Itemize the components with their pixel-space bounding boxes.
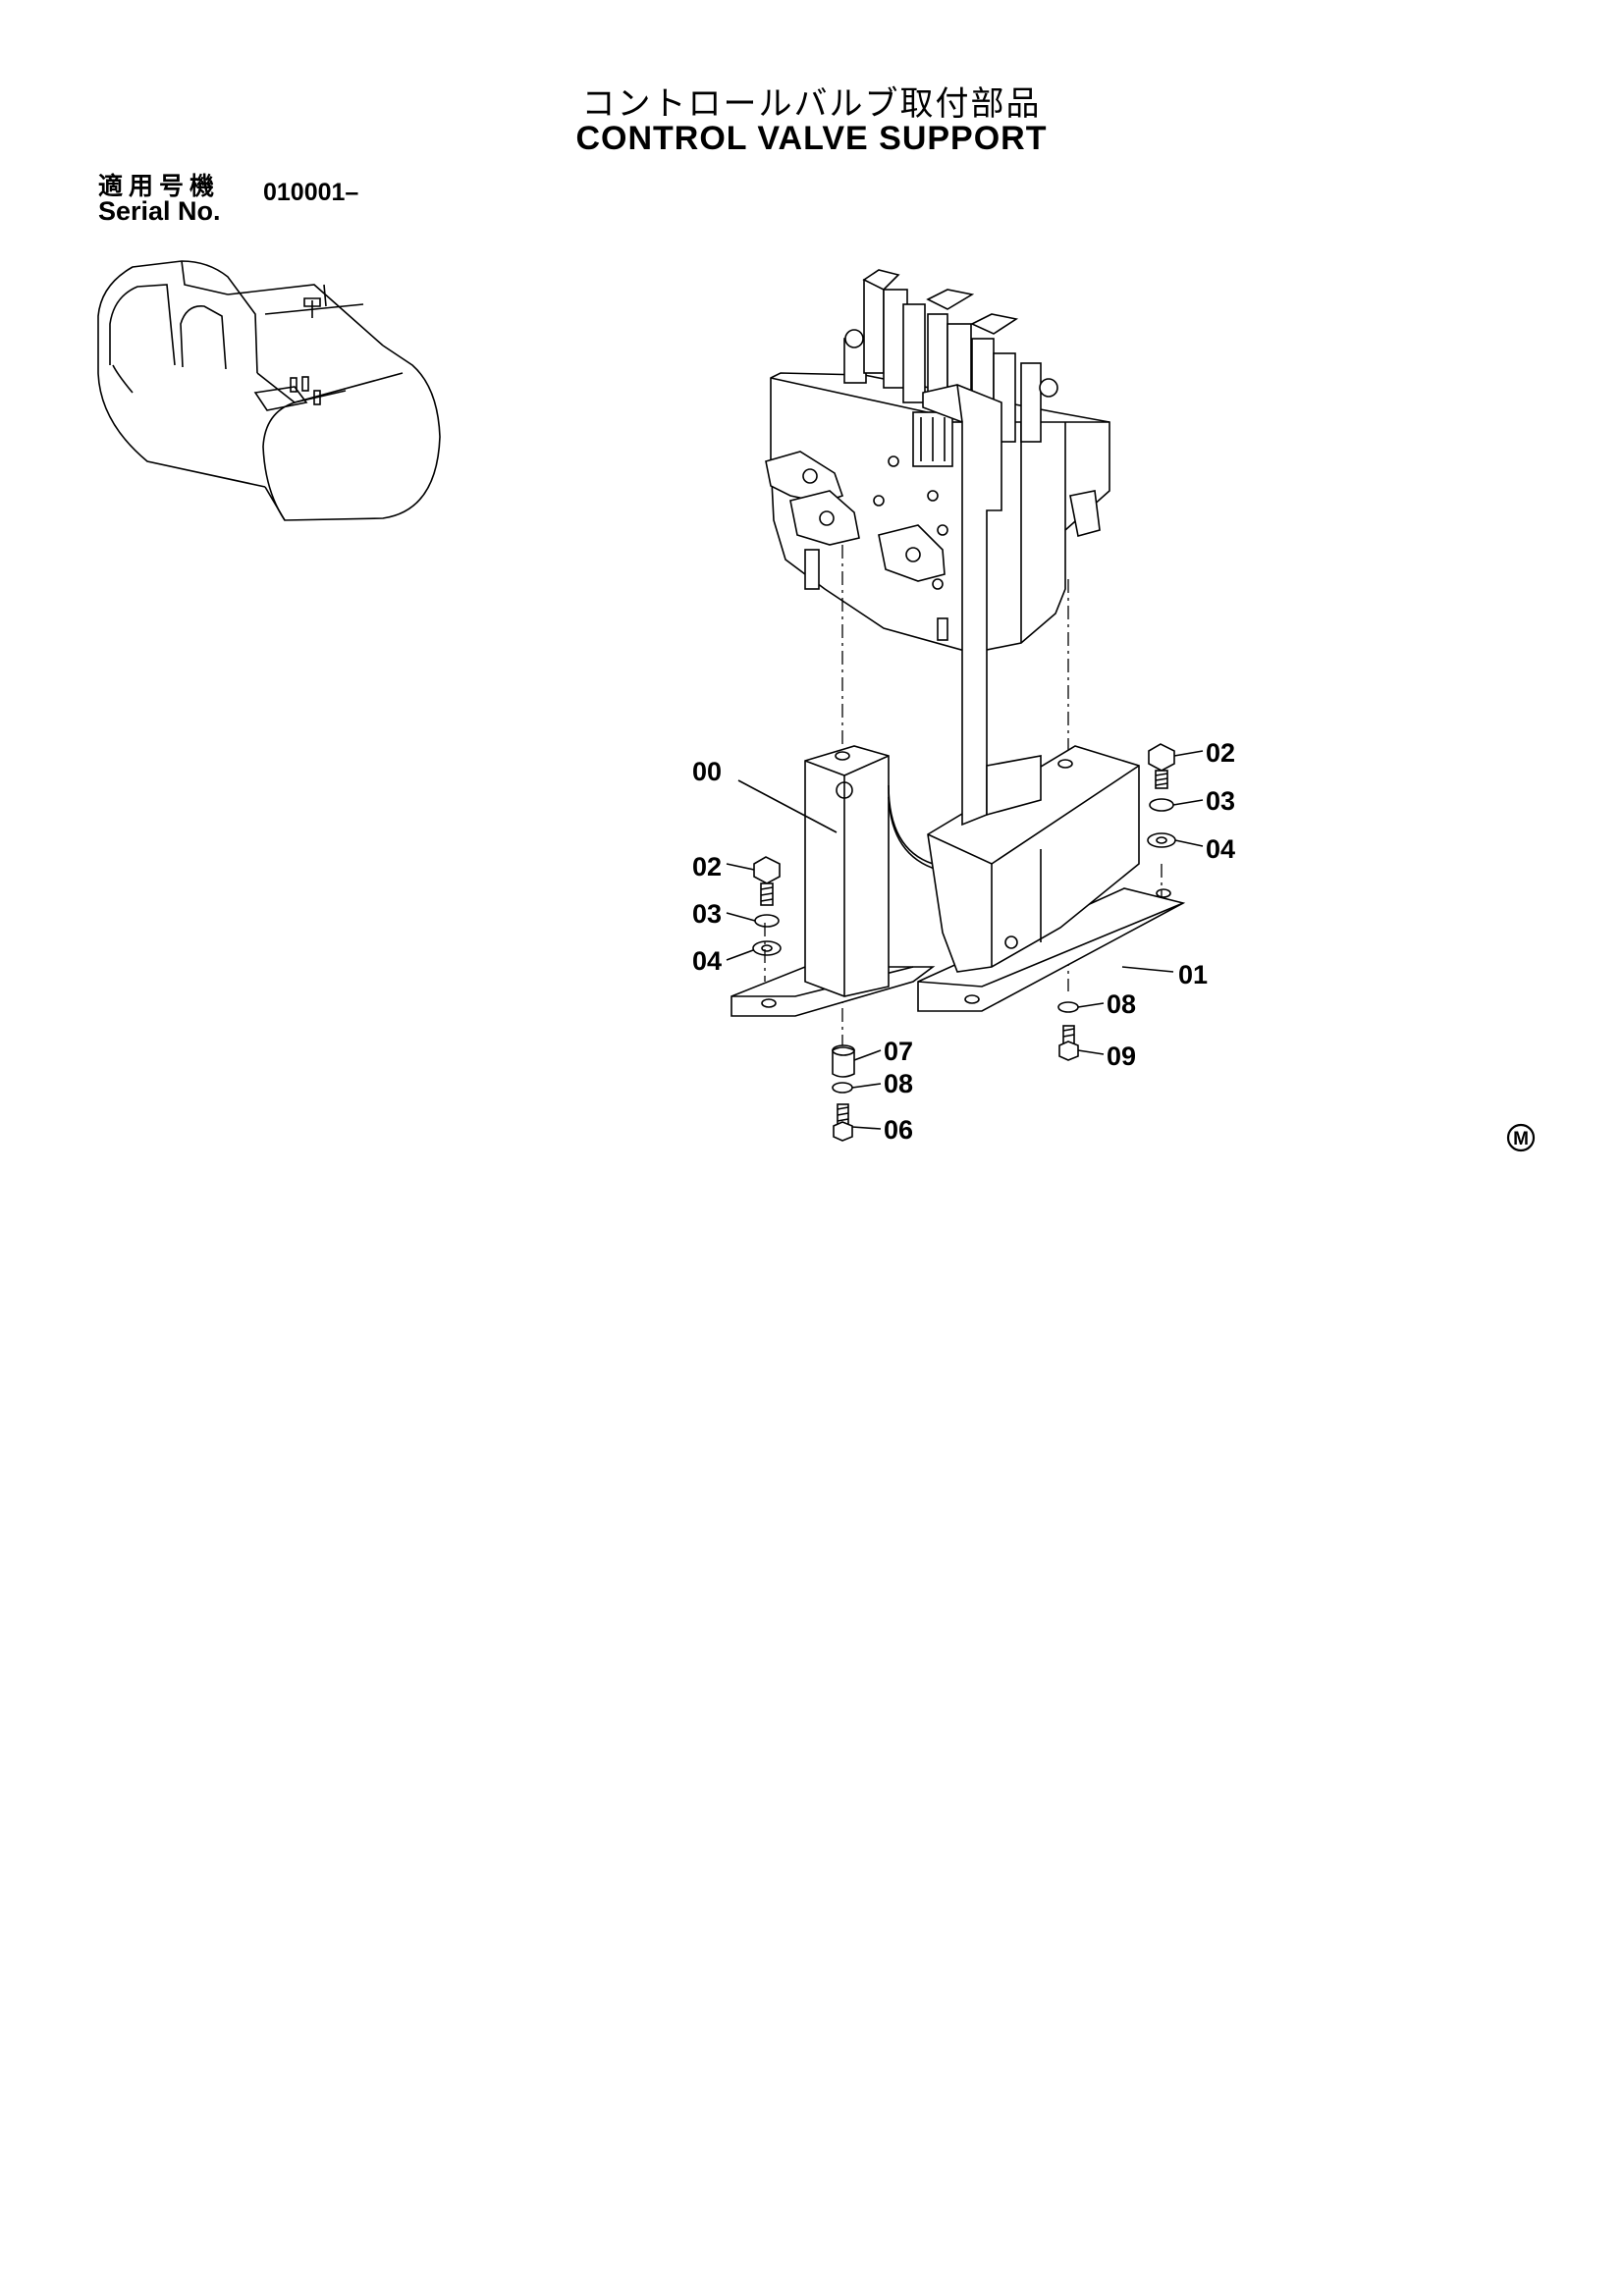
serial-value: 010001– [263,179,359,206]
circled-m-mark: M [1506,1123,1536,1152]
callout-01: 01 [1178,960,1208,989]
mark-letter: M [1513,1129,1529,1149]
callout-00: 00 [692,757,722,786]
callout-06: 06 [884,1115,913,1145]
support-assembly [730,384,1186,1017]
serial-label-en: Serial No. [98,196,221,226]
callout-08-left: 08 [884,1069,913,1098]
callout-04-left: 04 [692,946,722,976]
callout-09: 09 [1107,1041,1136,1071]
callout-08-right: 08 [1107,989,1136,1019]
page-title-jp: コントロールバルブ取付部品 [581,84,1042,124]
callout-04-right: 04 [1206,834,1235,864]
control-valve [765,269,1110,654]
callout-02-left: 02 [692,852,722,881]
callout-03-left: 03 [692,899,722,929]
callout-02-right: 02 [1206,738,1235,768]
excavator-thumbnail [97,260,441,521]
callout-07: 07 [884,1037,913,1066]
fasteners [752,743,1176,1142]
leader-lines [726,750,1204,1130]
callout-03-right: 03 [1206,786,1235,816]
serial-label-jp: 適用号機 [98,172,221,200]
page-title-en: CONTROL VALVE SUPPORT [575,120,1048,157]
